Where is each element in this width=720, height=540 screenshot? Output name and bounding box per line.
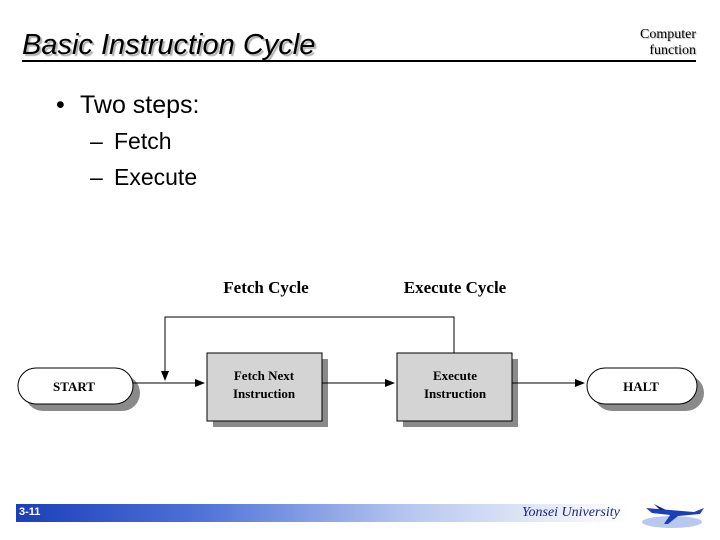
- execute-box: Execute Instruction: [396, 352, 518, 427]
- phase-label-execute: Execute Cycle: [404, 278, 507, 297]
- bullet-marker: •: [56, 91, 65, 119]
- arrow-loop-back: [161, 316, 455, 381]
- fetch-label-line2: Instruction: [233, 386, 296, 401]
- logo-tail: [654, 504, 666, 510]
- sub-item-fetch: –Fetch: [90, 128, 172, 155]
- organization-name: Yonsei University: [522, 505, 620, 520]
- execute-label-line1: Execute: [433, 368, 477, 383]
- logo-plane: [646, 508, 704, 524]
- sub-marker: –: [90, 164, 103, 190]
- slide-title: Basic Instruction Cycle: [22, 29, 316, 61]
- footer-bar: [16, 504, 628, 522]
- fetch-box-shape: [206, 352, 323, 422]
- sub-item-execute: –Execute: [90, 164, 197, 191]
- halt-node: HALT: [586, 367, 704, 411]
- bullet-text: Two steps:: [80, 91, 200, 119]
- logo-cloud: [642, 516, 702, 528]
- section-label-line2: function: [649, 43, 696, 58]
- execute-box-shape: [396, 352, 513, 422]
- fetch-label-line1: Fetch Next: [234, 368, 295, 383]
- airplane-logo-icon: [642, 504, 704, 528]
- phase-label-fetch: Fetch Cycle: [223, 278, 309, 297]
- fetch-box: Fetch Next Instruction: [206, 352, 328, 427]
- start-node: START: [17, 367, 140, 411]
- sub-marker: –: [90, 128, 103, 154]
- start-label: START: [53, 379, 95, 394]
- section-label-line1: Computer: [640, 27, 696, 42]
- bullet-item: • Two steps:: [56, 91, 200, 120]
- section-label: Computer function: [640, 27, 696, 59]
- start-node-shape: [17, 367, 134, 405]
- title-underline: [22, 60, 696, 62]
- sub-item-text: Fetch: [114, 128, 172, 154]
- sub-item-text: Execute: [114, 164, 198, 190]
- execute-label-line2: Instruction: [424, 386, 487, 401]
- page-number: 3-11: [19, 506, 41, 518]
- halt-label: HALT: [623, 379, 659, 394]
- halt-node-shape: [586, 367, 698, 405]
